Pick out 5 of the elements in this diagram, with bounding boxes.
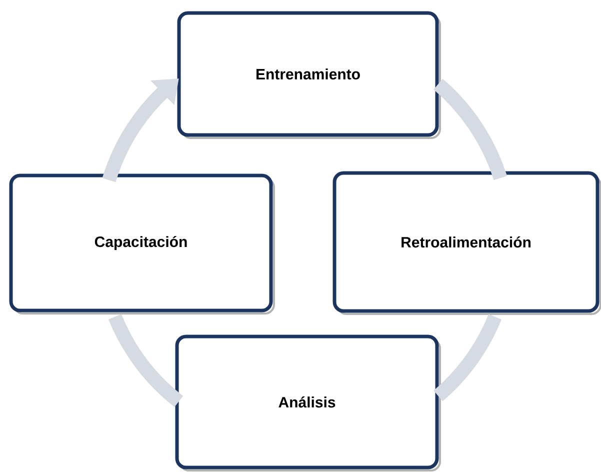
cycle-arrow: [102, 78, 179, 182]
process-box: Retroalimentación: [332, 171, 601, 315]
process-box: Análisis: [175, 334, 441, 472]
process-box: Capacitación: [9, 174, 275, 314]
process-box: Entrenamiento: [177, 11, 441, 139]
